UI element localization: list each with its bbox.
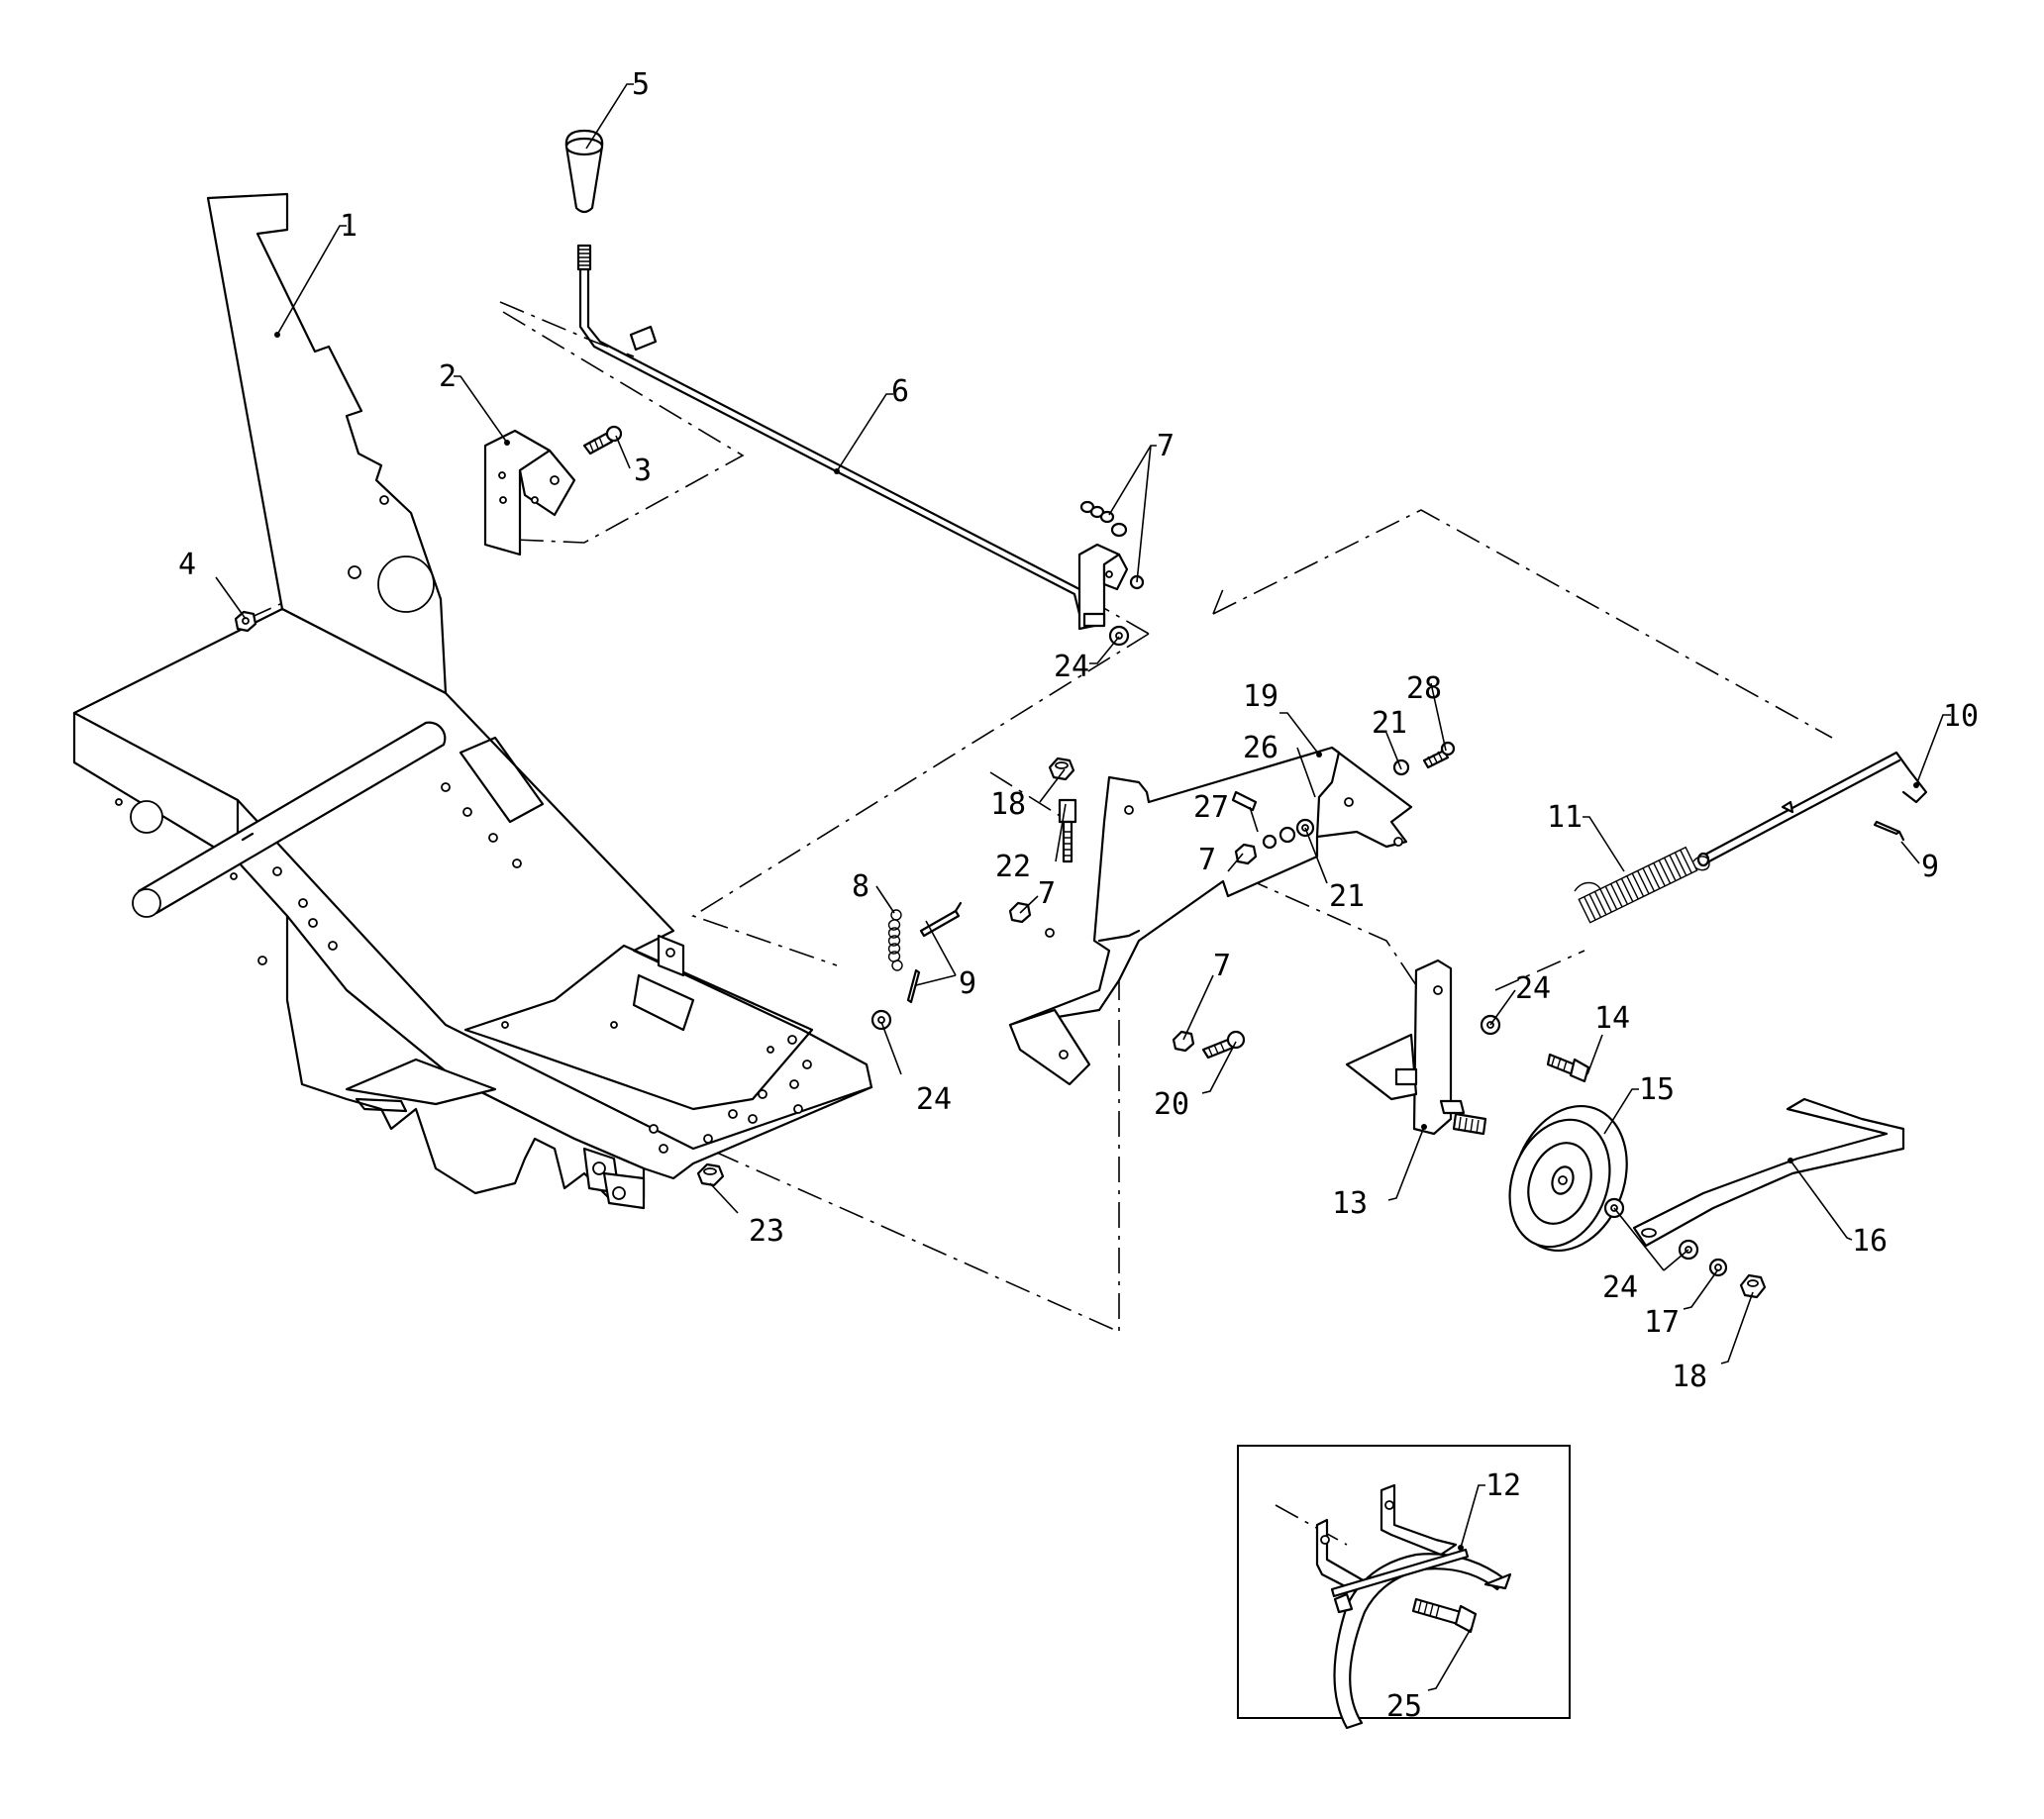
callout-11: 11 <box>1547 800 1583 835</box>
callout-8: 8 <box>852 869 869 904</box>
washer-24a <box>1108 625 1130 647</box>
callout-7a: 7 <box>1157 429 1175 463</box>
washers-7 <box>1079 500 1145 590</box>
pulley-15 <box>1508 1104 1628 1253</box>
callout-24b: 24 <box>916 1082 952 1117</box>
bolt-22 <box>1058 798 1077 863</box>
washer-27 <box>1262 818 1315 850</box>
callout-25: 25 <box>1386 1689 1422 1724</box>
callout-28: 28 <box>1406 671 1442 706</box>
callout-12: 12 <box>1485 1468 1521 1503</box>
callout-24a: 24 <box>1054 650 1089 684</box>
callout-19: 19 <box>1243 679 1278 714</box>
bolt-20 <box>1201 1030 1246 1060</box>
spring-8 <box>887 909 903 971</box>
shift-rod-6 <box>578 267 1081 616</box>
callout-7d: 7 <box>1213 949 1231 983</box>
leader-lines <box>215 83 1951 1691</box>
callout-22: 22 <box>995 850 1031 884</box>
callout-21b: 21 <box>1329 879 1365 914</box>
callout-18a: 18 <box>990 787 1026 822</box>
spacer-17 <box>1708 1258 1728 1277</box>
callout-21a: 21 <box>1372 706 1407 741</box>
callout-labels: 1 2 3 4 5 6 7 7 7 7 8 9 9 10 11 12 13 14… <box>178 67 1979 1724</box>
nut-23 <box>696 1162 725 1187</box>
callout-26: 26 <box>1243 731 1278 765</box>
callout-27: 27 <box>1193 790 1229 825</box>
bolt-3 <box>582 425 623 455</box>
inset-detail-box <box>1237 1445 1571 1730</box>
rod-10 <box>1696 751 1928 867</box>
callout-23: 23 <box>749 1214 784 1249</box>
callout-24c: 24 <box>1515 971 1551 1006</box>
pin-26 <box>1231 790 1258 812</box>
bracket-16 <box>1632 1097 1905 1248</box>
callout-17: 17 <box>1644 1305 1680 1340</box>
clip-9b <box>906 901 963 1004</box>
knob-5 <box>564 129 604 271</box>
washer-24b <box>870 1009 892 1031</box>
bracket-2 <box>483 429 576 556</box>
clevis-7 <box>1077 543 1129 631</box>
callout-24d: 24 <box>1602 1270 1638 1305</box>
bolt-14 <box>1546 1053 1590 1083</box>
main-frame <box>72 192 873 1210</box>
callout-20: 20 <box>1154 1087 1189 1122</box>
callout-14: 14 <box>1594 1001 1630 1036</box>
clip-9a <box>1873 820 1905 842</box>
nut-18b <box>1739 1273 1767 1299</box>
callout-3: 3 <box>634 454 652 488</box>
callout-6: 6 <box>891 374 909 409</box>
callout-13: 13 <box>1332 1186 1368 1221</box>
callout-4: 4 <box>178 548 196 582</box>
bolt-28 <box>1422 741 1456 769</box>
callout-7c: 7 <box>1038 876 1056 911</box>
nut-7d <box>1172 1030 1195 1053</box>
callout-9a: 9 <box>1921 850 1939 884</box>
callout-15: 15 <box>1639 1072 1675 1107</box>
washer-24d <box>1603 1197 1699 1261</box>
callout-18b: 18 <box>1672 1360 1707 1394</box>
callout-7b: 7 <box>1198 843 1216 877</box>
spring-11 <box>1574 846 1710 924</box>
lever-bracket-19 <box>1008 746 1413 1086</box>
nut-7b <box>1234 843 1258 865</box>
callout-16: 16 <box>1852 1224 1888 1259</box>
callout-2: 2 <box>439 359 457 394</box>
callout-9b: 9 <box>959 966 976 1001</box>
nut-18a <box>1048 757 1075 781</box>
callout-10: 10 <box>1943 699 1979 734</box>
callout-5: 5 <box>632 67 650 102</box>
callout-1: 1 <box>340 209 358 244</box>
idler-arm-13 <box>1345 959 1487 1136</box>
